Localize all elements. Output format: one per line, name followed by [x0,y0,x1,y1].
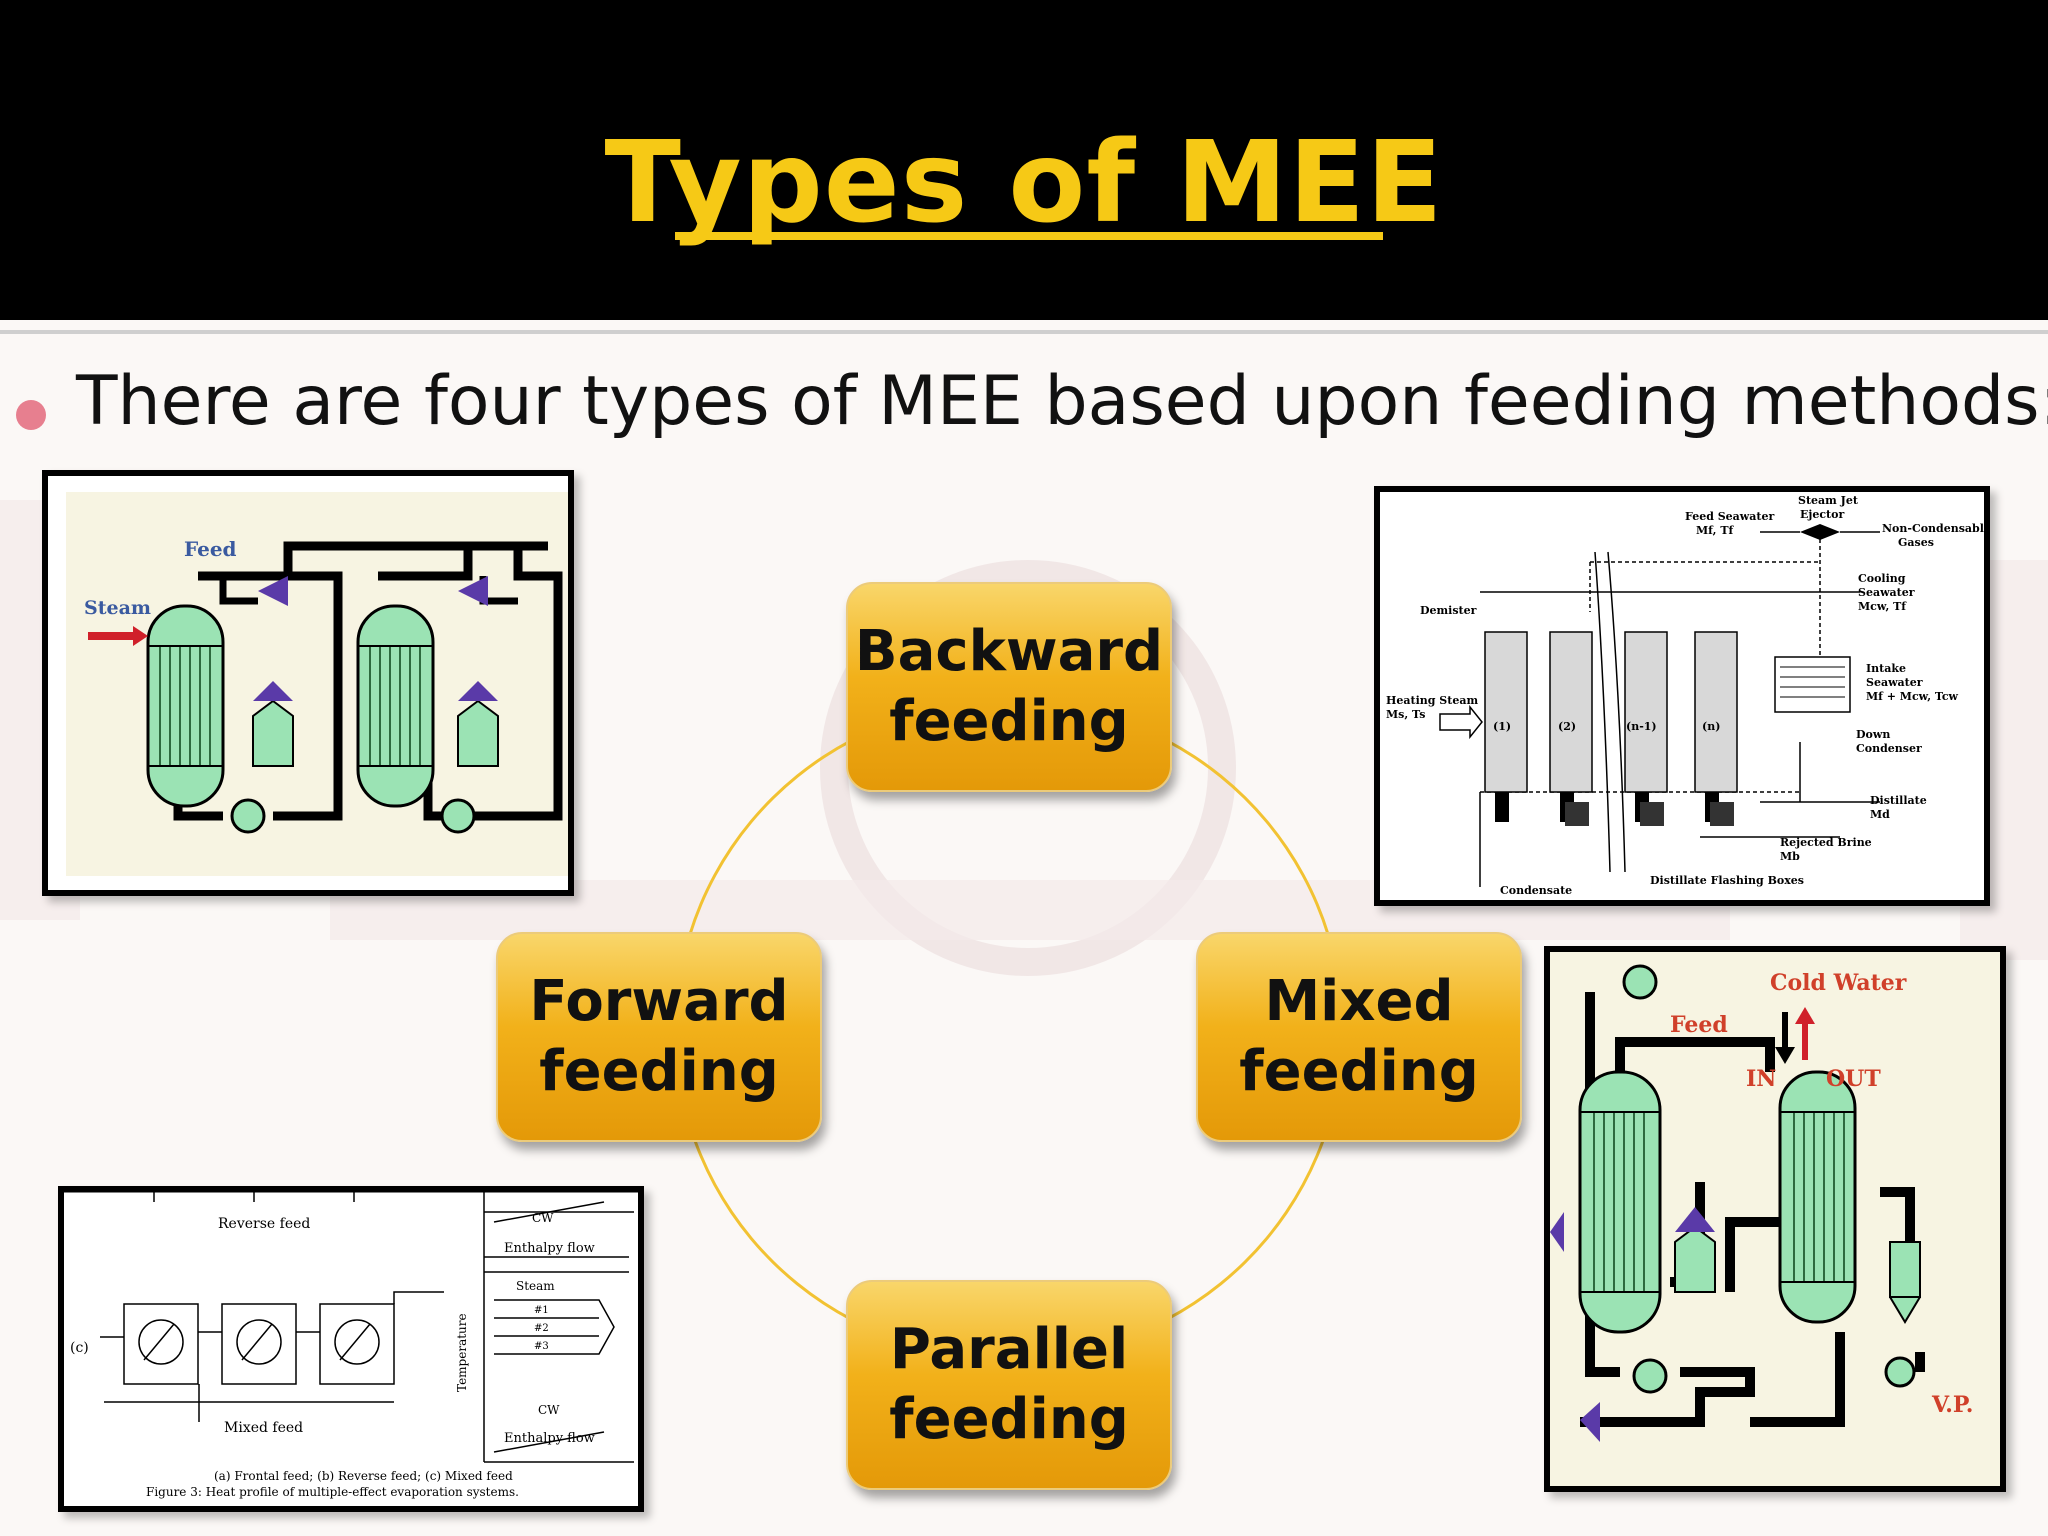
parallel-feed-image: Reverse feed Mixed feed (c) CW Enthalpy … [58,1186,644,1512]
gases-label: Gases [1898,536,1934,549]
seawater-label: Seawater [1858,586,1915,599]
caption-line-1: (a) Frontal feed; (b) Reverse feed; (c) … [214,1469,513,1483]
node-backward-feeding: Backward feeding [846,582,1172,792]
effect-1-label: #1 [534,1305,549,1316]
c-label: (c) [70,1340,89,1356]
mb-label: Mb [1780,850,1800,863]
mixed-feed-label: Mixed feed [224,1420,303,1436]
out-label: OUT [1826,1066,1881,1092]
flashing-boxes-label: Distillate Flashing Boxes [1650,874,1804,887]
feed-vars-label: Mf, Tf [1696,524,1735,537]
caption-line-2: Figure 3: Heat profile of multiple-effec… [146,1485,519,1499]
forward-feed-schematic: Feed Steam [66,492,568,876]
parallel-feed-schematic: Reverse feed Mixed feed (c) CW Enthalpy … [64,1192,638,1499]
forward-feed-image: Feed Steam [42,470,574,896]
mixed-feed-image: Cold Water Feed IN OUT V.P. [1544,946,2006,1492]
steam-jet-label: Steam Jet [1798,494,1859,507]
node-forward-feeding: Forward feeding [496,932,822,1142]
condensate-label: Condensate [1500,884,1572,897]
reverse-feed-label: Reverse feed [218,1216,310,1232]
intake-vars-label: Mf + Mcw, Tcw [1866,690,1959,703]
cw-bottom-label: CW [538,1403,560,1417]
bullet-dot [16,400,46,430]
heating-steam-label: Heating Steam [1386,694,1478,707]
effect-3-label: #3 [534,1341,549,1352]
backward-feed-image: Feed Seawater Mf, Tf Steam Jet Ejector N… [1374,486,1990,906]
divider-line [0,330,2048,334]
mixed-feed-schematic: Cold Water Feed IN OUT V.P. [1550,952,2000,1486]
enthalpy-bottom-label: Enthalpy flow [504,1431,595,1446]
node-parallel-label: Parallel feeding [889,1317,1129,1452]
non-condensable-label: Non-Condensable [1882,522,1984,535]
node-forward-label: Forward feeding [529,969,789,1104]
vp-label: V.P. [1931,1392,1973,1418]
bullet-text: There are four types of MEE based upon f… [76,362,2048,441]
ejector-label: Ejector [1800,508,1844,521]
condenser-label: Condenser [1856,742,1922,755]
feed-label: Feed [184,537,237,561]
title-underline [675,232,1383,240]
slide-title: Types of MEE [604,118,1444,248]
feed-label: Feed [1670,1012,1728,1038]
feed-seawater-label: Feed Seawater [1685,510,1774,523]
cw-top-label: CW [532,1211,554,1225]
title-bar [0,0,2048,320]
node-backward-label: Backward feeding [854,619,1164,754]
cooling-vars-label: Mcw, Tf [1858,600,1907,613]
steam-vars-label: Ms, Ts [1386,708,1425,721]
temperature-axis-label: Temperature [455,1313,469,1392]
steam-label: Steam [516,1279,555,1293]
effect-1-label: (1) [1493,720,1511,733]
effect-n-1-label: (n-1) [1626,720,1657,733]
intake-label: Intake [1866,662,1906,675]
steam-label: Steam [84,597,151,619]
cold-water-label: Cold Water [1770,970,1907,996]
md-label: Md [1870,808,1890,821]
in-label: IN [1746,1066,1776,1092]
backward-feed-schematic: Feed Seawater Mf, Tf Steam Jet Ejector N… [1386,494,1984,897]
effect-n-label: (n) [1702,720,1720,733]
distillate-label: Distillate [1870,794,1927,807]
down-label: Down [1856,728,1890,741]
node-parallel-feeding: Parallel feeding [846,1280,1172,1490]
cooling-label: Cooling [1858,572,1906,585]
node-mixed-feeding: Mixed feeding [1196,932,1522,1142]
effect-2-label: #2 [534,1323,549,1334]
effect-2-label: (2) [1558,720,1576,733]
rejected-brine-label: Rejected Brine [1780,836,1872,849]
demister-label: Demister [1420,604,1477,617]
intake-seawater-label: Seawater [1866,676,1923,689]
enthalpy-top-label: Enthalpy flow [504,1241,595,1256]
node-mixed-label: Mixed feeding [1239,969,1479,1104]
